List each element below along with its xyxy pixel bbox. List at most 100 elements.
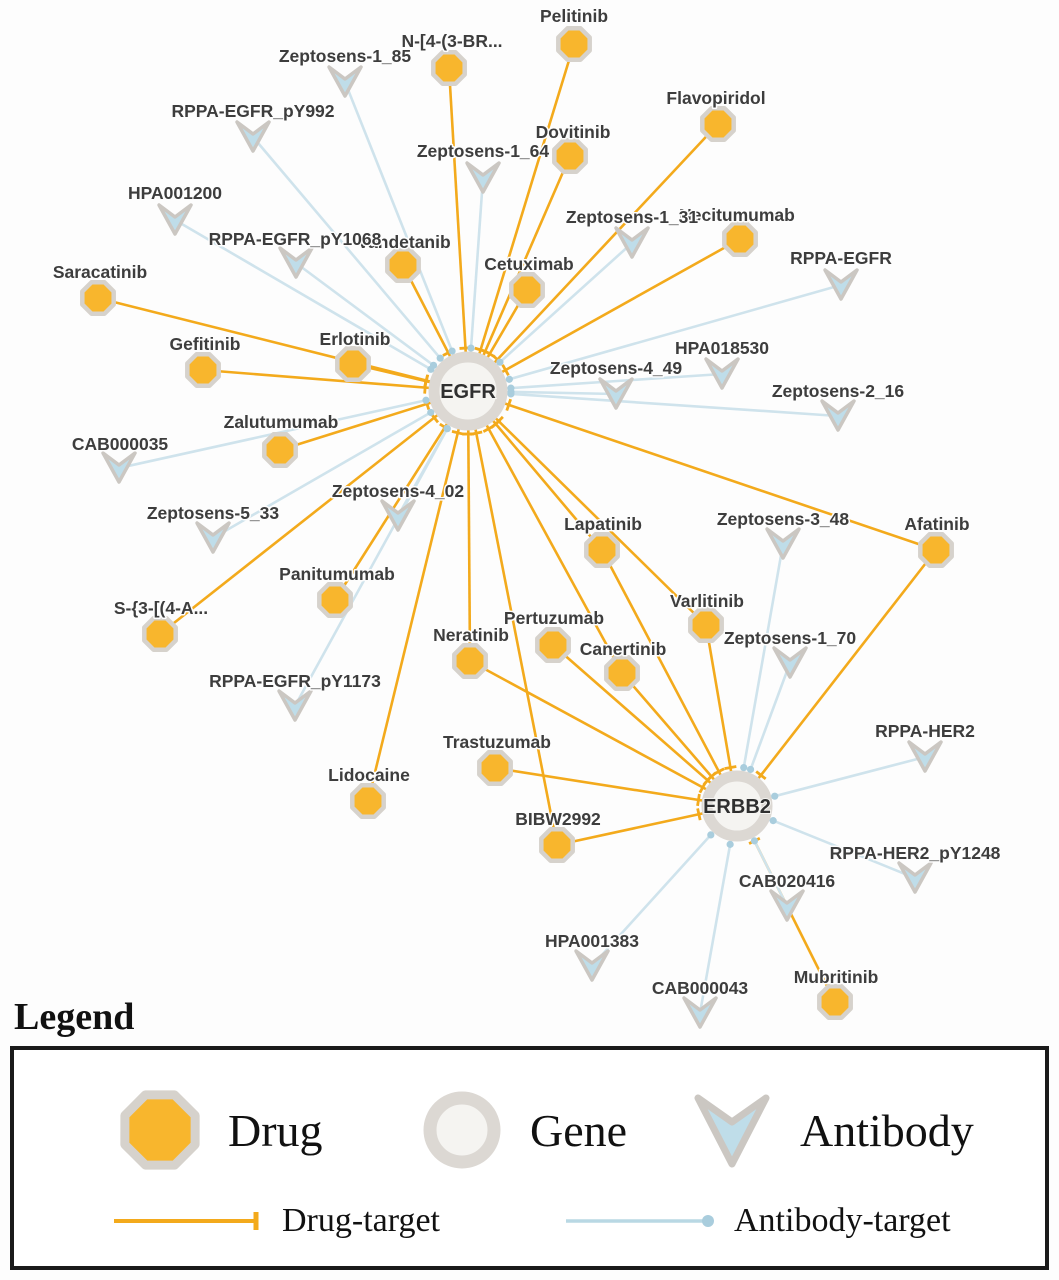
legend-drug-label: Drug — [228, 1104, 323, 1156]
edge-neratinib-erbb2 — [469, 659, 738, 808]
legend-gene-label: Gene — [530, 1104, 628, 1156]
antibody-node-zeptosens-4-49[interactable] — [598, 377, 634, 410]
label-cab000035: CAB000035 — [72, 434, 169, 454]
drug-target-tee — [702, 774, 713, 786]
antibody-node-rppa-her2-py1248[interactable] — [897, 861, 933, 894]
drug-node-pelitinib[interactable] — [556, 26, 592, 62]
label-necitumumab: Necitumumab — [679, 205, 795, 225]
drug-node-pertuzumab[interactable] — [535, 627, 571, 663]
label-rppa-egfr-py992: RPPA-EGFR_pY992 — [171, 101, 334, 121]
drug-node-neratinib[interactable] — [452, 643, 488, 679]
antibody-target-dot — [740, 763, 748, 772]
edge-bibw2992-egfr — [466, 390, 559, 846]
antibody-target-dot — [496, 358, 504, 366]
drug-node-gefitinib[interactable] — [185, 352, 221, 388]
gene-node-icon — [423, 1091, 501, 1169]
legend-item-gene: Gene — [412, 1080, 627, 1180]
drug-node-necitumumab[interactable] — [722, 221, 758, 257]
drug-node-lapatinib[interactable] — [584, 532, 620, 568]
antibody-target-dot — [707, 831, 715, 839]
antibody-node-zeptosens-1-70[interactable] — [772, 646, 808, 679]
label-cetuximab: Cetuximab — [484, 254, 573, 274]
antibody-target-dot — [422, 396, 430, 404]
drug-node-canertinib[interactable] — [604, 655, 640, 691]
drug-target-tee — [755, 770, 767, 780]
label-pelitinib: Pelitinib — [540, 6, 608, 26]
edge-pertuzumab-erbb2 — [552, 644, 738, 807]
drug-node-dovitinib[interactable] — [552, 138, 588, 174]
drug-node-flavopiridol[interactable] — [700, 106, 736, 142]
label-saracatinib: Saracatinib — [53, 262, 147, 282]
label-zeptosens-1-85: Zeptosens-1_85 — [279, 46, 412, 66]
antibody-node-zeptosens-1-64[interactable] — [465, 161, 501, 194]
antibody-target-dot — [771, 792, 779, 800]
edge-neratinib-egfr — [466, 390, 472, 662]
label-zeptosens-5-33: Zeptosens-5_33 — [147, 503, 280, 523]
drug-node-bibw2992[interactable] — [539, 827, 575, 863]
legend-antibody-label: Antibody — [800, 1104, 974, 1156]
drug-node-lidocaine[interactable] — [350, 783, 386, 819]
gene-node-egfr[interactable] — [428, 351, 508, 431]
label-rppa-egfr: RPPA-EGFR — [790, 248, 892, 268]
antibody-node-hpa001200[interactable] — [157, 203, 193, 236]
label-rppa-her2-py1248: RPPA-HER2_pY1248 — [830, 843, 1001, 863]
drug-target-tee — [423, 375, 429, 388]
gene-node-erbb2[interactable] — [701, 770, 773, 842]
legend-drug-target-label: Drug-target — [282, 1202, 440, 1239]
drug-node-vandetanib[interactable] — [385, 247, 421, 283]
label-s-3-4-a: S-{3-[(4-A... — [114, 598, 208, 618]
drug-node-saracatinib[interactable] — [80, 280, 116, 316]
edge-trastuzumab-erbb2 — [494, 766, 738, 808]
antibody-node-zeptosens-1-85[interactable] — [327, 65, 363, 98]
antibody-node-zeptosens-3-48[interactable] — [765, 527, 801, 560]
edge-rppa-egfr-py992-egfr — [252, 136, 469, 392]
drug-node-mubritinib[interactable] — [817, 984, 853, 1020]
edge-pelitinib-egfr — [466, 43, 576, 392]
legend-box: Drug Gene Antibody Dru — [10, 1046, 1049, 1270]
label-zeptosens-1-31: Zeptosens-1_31 — [566, 207, 699, 227]
label-panitumumab: Panitumumab — [279, 564, 395, 584]
label-rppa-egfr-py1068: RPPA-EGFR_pY1068 — [209, 229, 382, 249]
drug-node-erlotinib[interactable] — [335, 346, 371, 382]
drug-node-s-3-4-a[interactable] — [142, 616, 178, 652]
drug-target-tee — [696, 808, 702, 821]
drug-node-trastuzumab[interactable] — [477, 750, 513, 786]
antibody-node-zeptosens-1-31[interactable] — [614, 226, 650, 259]
label-cab000043: CAB000043 — [652, 978, 749, 998]
drug-node-afatinib[interactable] — [918, 532, 954, 568]
antibody-node-rppa-egfr-py1173[interactable] — [277, 689, 313, 722]
label-flavopiridol: Flavopiridol — [666, 88, 765, 108]
legend-edge-drug-target: Drug-target — [110, 1202, 440, 1240]
label-zeptosens-4-02: Zeptosens-4_02 — [332, 481, 465, 501]
drug-target-tee — [482, 424, 495, 433]
antibody-node-cab000035[interactable] — [101, 451, 137, 484]
antibody-node-hpa001383[interactable] — [574, 949, 610, 982]
drug-node-varlitinib[interactable] — [688, 607, 724, 643]
drug-node-cetuximab[interactable] — [509, 272, 545, 308]
label-rppa-her2: RPPA-HER2 — [875, 721, 975, 741]
drug-node-panitumumab[interactable] — [317, 582, 353, 618]
antibody-node-rppa-her2[interactable] — [907, 740, 943, 773]
antibody-node-zeptosens-4-02[interactable] — [380, 499, 416, 532]
antibody-node-zeptosens-5-33[interactable] — [195, 521, 231, 554]
edge-flavopiridol-egfr — [467, 123, 719, 392]
antibody-node-rppa-egfr-py992[interactable] — [235, 120, 271, 153]
antibody-node-rppa-egfr-py1068[interactable] — [278, 246, 314, 279]
antibody-node-hpa018530[interactable] — [704, 357, 740, 390]
label-varlitinib: Varlitinib — [670, 591, 744, 611]
drug-node-n-4-3-br[interactable] — [431, 50, 467, 86]
label-n-4-3-br: N-[4-(3-BR... — [401, 31, 502, 51]
antibody-target-dot — [769, 817, 777, 825]
label-erbb2: ERBB2 — [703, 796, 771, 818]
drug-node-zalutumumab[interactable] — [262, 432, 298, 468]
legend-edge-antibody-target: Antibody-target — [562, 1202, 951, 1240]
antibody-node-cab000043[interactable] — [682, 996, 718, 1029]
label-dovitinib: Dovitinib — [536, 122, 611, 142]
edge-zeptosens-2-16-egfr — [467, 389, 839, 418]
antibody-node-zeptosens-2-16[interactable] — [820, 399, 856, 432]
antibody-node-rppa-egfr[interactable] — [823, 268, 859, 301]
antibody-node-cab020416[interactable] — [769, 889, 805, 922]
label-egfr: EGFR — [440, 381, 496, 403]
antibody-target-dot — [467, 344, 475, 352]
